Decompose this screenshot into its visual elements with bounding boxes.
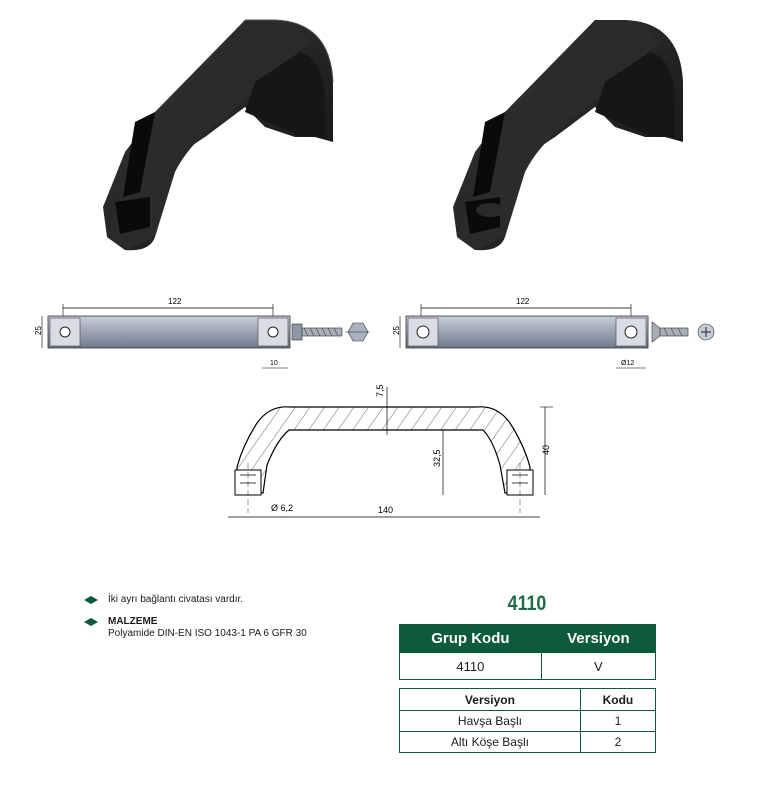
svg-text:40: 40 [541,445,551,455]
top-view-drawing-right: 122 25 Ø12 [392,297,715,369]
svg-text:25: 25 [34,326,43,335]
handle-3d-image-right [453,20,683,251]
dim-140: 140 [378,505,393,515]
note-item: İki ayrı bağlantı civatası vardır. [84,594,384,606]
cell-version-name: Havşa Başlı [399,710,581,732]
header-kodu: Kodu [579,688,657,711]
top-view-drawing-left: 122 25 10 [34,297,370,369]
cell-version-code: 2 [579,731,657,753]
dim-d62: Ø 6,2 [271,503,293,513]
header-grup-kodu: Grup Kodu [399,624,542,653]
svg-text:32,5: 32,5 [432,449,442,467]
notes-list: İki ayrı bağlantı civatası vardır. MALZE… [84,594,384,650]
note-text: Polyamide DIN-EN ISO 1043-1 PA 6 GFR 30 [108,628,307,639]
handle-3d-image-left [103,19,334,251]
table-row: 4110 V [399,652,657,680]
svg-text:7,5: 7,5 [375,384,385,397]
dim-d12: Ø12 [621,360,634,367]
note-text: İki ayrı bağlantı civatası vardır. [108,594,244,605]
svg-text:25: 25 [392,326,401,335]
dim-122-left: 122 [168,297,182,306]
header-versiyon: Versiyon [399,688,581,711]
group-code-table: Grup Kodu Versiyon 4110 V [399,624,657,680]
cell-version-name: Altı Köşe Başlı [399,731,581,753]
note-item: MALZEME Polyamide DIN-EN ISO 1043-1 PA 6… [84,616,384,640]
table-row: Havşa Başlı 1 [399,710,657,732]
dim-10: 10 [270,360,278,367]
note-title: MALZEME [108,616,158,627]
cell-version: V [540,652,657,680]
version-code-table: Versiyon Kodu Havşa Başlı 1 Altı Köşe Ba… [399,688,657,753]
side-section-drawing: 140 40 32,5 7,5 Ø 6,2 [228,384,553,518]
table-row: Altı Köşe Başlı 2 [399,731,657,753]
diamond-bullet-icon [84,618,98,626]
product-code-title: 4110 [507,592,547,615]
cell-group-code: 4110 [399,652,542,680]
cell-version-code: 1 [579,710,657,732]
dim-122-right: 122 [516,297,530,306]
header-versiyon: Versiyon [540,624,657,653]
diamond-bullet-icon [84,596,98,604]
